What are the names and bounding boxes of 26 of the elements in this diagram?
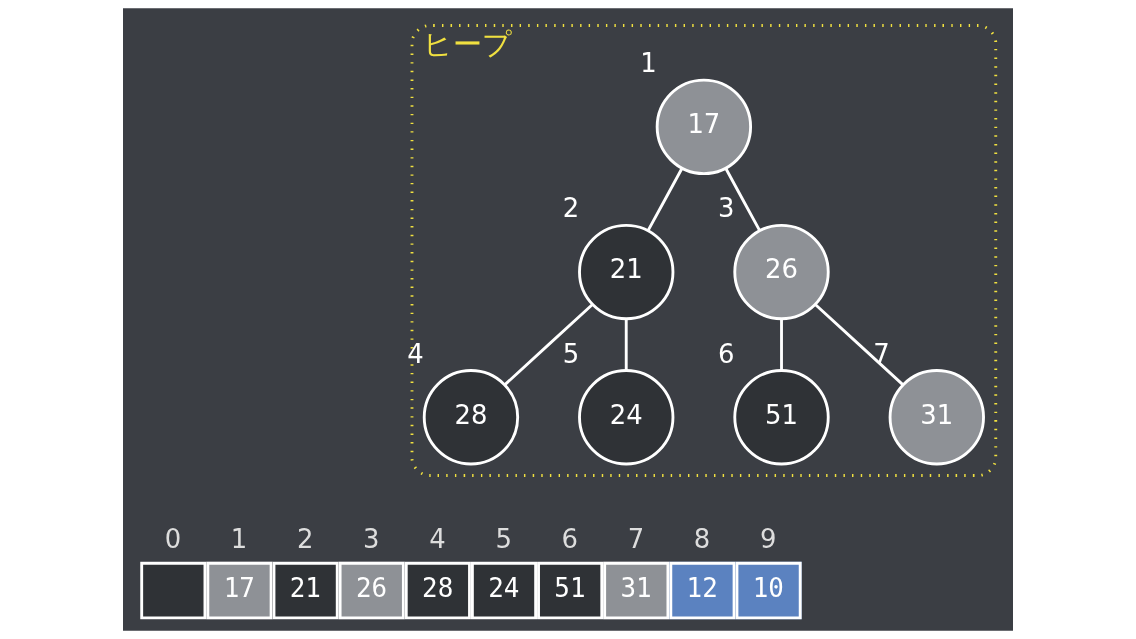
label: 3 — [363, 523, 380, 554]
label: 17 — [223, 572, 255, 603]
label: 2 — [296, 523, 314, 554]
label: 0 — [164, 523, 182, 554]
label: 24 — [488, 572, 520, 603]
node-label: 3 — [717, 193, 735, 224]
label: 10 — [752, 572, 784, 603]
node-label: 1 — [640, 48, 657, 79]
label: 7 — [627, 523, 645, 554]
node-label: 7 — [873, 338, 890, 369]
label: 21 — [289, 572, 321, 603]
label: 5 — [495, 523, 512, 554]
label: 28 — [422, 572, 454, 603]
label: 4 — [429, 523, 446, 554]
node-label: 2 — [562, 193, 580, 224]
label: 51 — [554, 572, 586, 603]
node-label: 5 — [562, 338, 580, 369]
label: 31 — [620, 572, 652, 603]
label: 6 — [561, 523, 578, 554]
label: 26 — [355, 572, 388, 603]
node-label: 4 — [407, 338, 424, 369]
label: 12 — [686, 572, 718, 603]
label: 9 — [759, 523, 777, 554]
label: 1 — [230, 523, 248, 554]
label: 8 — [693, 523, 711, 554]
node-label: 6 — [717, 338, 735, 369]
